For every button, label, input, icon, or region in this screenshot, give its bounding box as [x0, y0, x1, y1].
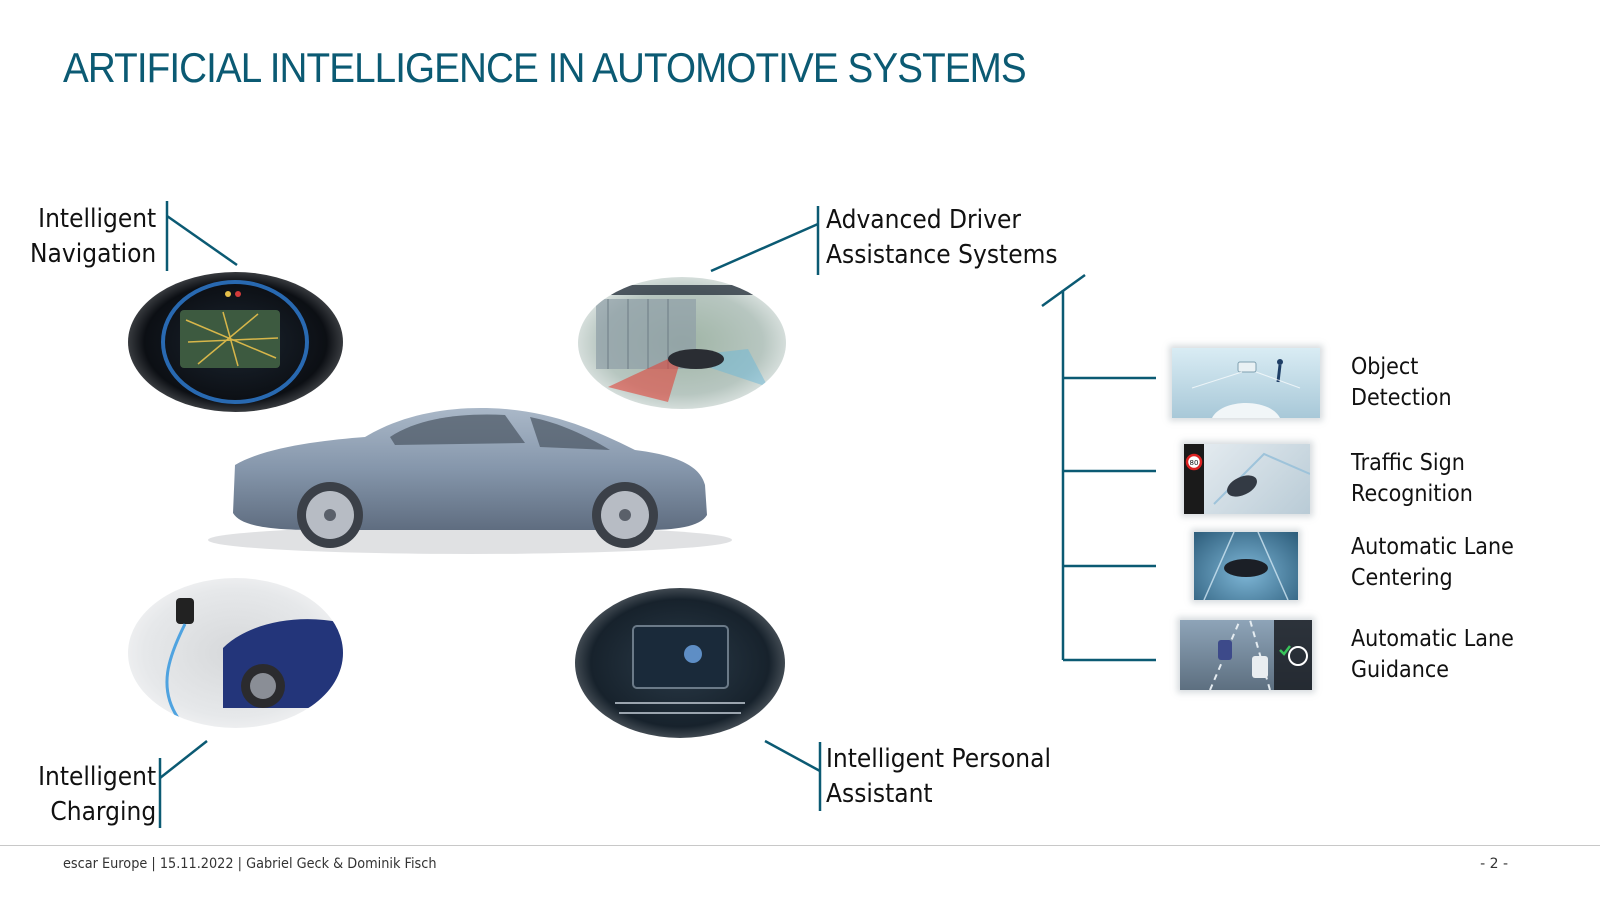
slide-title: ARTIFICIAL INTELLIGENCE IN AUTOMOTIVE SY…: [63, 44, 1027, 91]
car-image: [208, 408, 732, 554]
lane-centering-image: [1194, 532, 1298, 600]
assistant-image: [575, 588, 785, 738]
charging-image: [128, 578, 343, 728]
footer-divider: [0, 845, 1600, 846]
lane-guidance-image: [1180, 620, 1312, 690]
adas-image: [578, 277, 786, 409]
speed-limit-sign: 80: [1190, 459, 1199, 467]
footer-text: escar Europe | 15.11.2022 | Gabriel Geck…: [63, 856, 437, 872]
page-number: - 2 -: [1480, 856, 1508, 872]
object-detection-image: [1172, 348, 1320, 418]
traffic-sign-image: 80: [1184, 444, 1310, 514]
navigation-image: [128, 272, 343, 412]
